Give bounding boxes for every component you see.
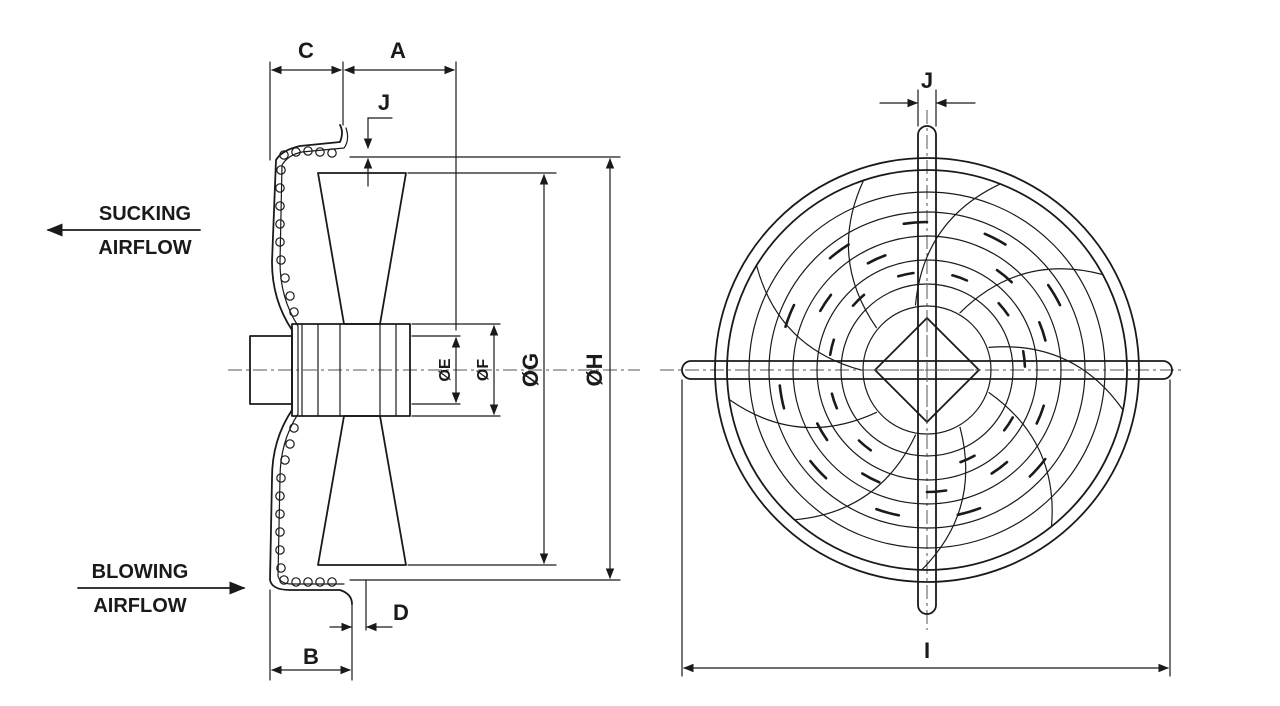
- label-a: A: [390, 38, 406, 63]
- side-view: C A J ØH ØG ØF ØE B D SUCKING AIRFLOW BL…: [46, 38, 640, 681]
- guard-ring-bead: [279, 150, 289, 160]
- guard-ring-bead: [291, 577, 301, 587]
- blade-slot: [828, 338, 836, 356]
- guard-ring: [840, 283, 1014, 457]
- guard-ring-bead: [276, 165, 286, 175]
- blade-slot: [990, 460, 1009, 475]
- radial-wires: [728, 179, 1124, 571]
- guard-ring-bead: [303, 577, 313, 587]
- guard-ring-bead: [275, 201, 285, 211]
- guard-ring-bead: [289, 307, 299, 317]
- blade-slot: [951, 274, 969, 282]
- blade-slot: [995, 268, 1013, 284]
- sucking-label-2: AIRFLOW: [98, 237, 191, 259]
- blade-slot: [784, 303, 796, 328]
- guard-ring: [816, 259, 1038, 481]
- label-h: ØH: [582, 354, 607, 387]
- upper-blade: [317, 172, 407, 325]
- guard-ring-bead: [303, 146, 313, 156]
- blade-slots: [778, 220, 1062, 517]
- blade-slot: [828, 243, 850, 260]
- blade-slot: [851, 293, 866, 307]
- guard-ring-bead: [276, 473, 286, 483]
- blade-slot: [816, 422, 829, 442]
- blade-slot: [830, 392, 839, 410]
- label-j-side: J: [378, 90, 390, 115]
- blade-slot: [956, 506, 982, 517]
- radial-wire: [988, 346, 1124, 411]
- radial-wire: [793, 434, 917, 521]
- label-c: C: [298, 38, 314, 63]
- blade-slot: [861, 472, 881, 484]
- guard-ring-bead: [291, 147, 301, 157]
- sucking-label-1: SUCKING: [99, 203, 191, 225]
- guard-ring-bead: [289, 423, 299, 433]
- blade-slot: [866, 254, 887, 265]
- lower-blade: [317, 415, 407, 566]
- label-i: I: [924, 638, 930, 663]
- guard-ring-bead: [315, 147, 325, 157]
- guard-ring: [714, 157, 1140, 583]
- guard-ring-bead: [275, 509, 285, 519]
- guard-ring-bead: [275, 545, 285, 555]
- label-e: ØE: [437, 358, 454, 381]
- blade-slot: [959, 454, 976, 464]
- blade-slot: [875, 507, 901, 517]
- radial-wire: [847, 179, 877, 329]
- blade-slot: [1002, 416, 1014, 432]
- guard-ring-bead: [275, 527, 285, 537]
- radial-wire: [988, 392, 1053, 528]
- guard-ring-bead: [285, 439, 295, 449]
- guard-ring: [792, 235, 1062, 505]
- radial-wire: [755, 264, 862, 371]
- radial-wire: [728, 398, 877, 429]
- guard-rings: [275, 146, 337, 587]
- guard-ring-set: [714, 157, 1140, 583]
- blade-slot: [1038, 321, 1047, 342]
- guard-ring-bead: [327, 148, 337, 158]
- label-j-front: J: [921, 68, 933, 93]
- guard-ring-bead: [275, 491, 285, 501]
- guard-ring: [862, 305, 992, 435]
- blade-slot: [1028, 457, 1047, 478]
- label-b: B: [303, 644, 319, 669]
- blade-slot: [1046, 283, 1062, 307]
- blade-slot: [778, 384, 786, 410]
- guard-ring-bead: [279, 575, 289, 585]
- guard-ring-bead: [275, 219, 285, 229]
- guard-ring-bead: [280, 455, 290, 465]
- guard-ring: [726, 169, 1128, 571]
- blowing-label-2: AIRFLOW: [93, 595, 186, 617]
- guard-ring-bead: [276, 563, 286, 573]
- guard-ring-bead: [285, 291, 295, 301]
- blade-slot: [857, 439, 873, 452]
- blade-slot: [897, 271, 915, 278]
- radial-wire: [959, 268, 1104, 314]
- guard-ring: [768, 211, 1086, 529]
- front-view: J I: [660, 68, 1185, 677]
- blade-slot: [1035, 404, 1045, 425]
- label-f: ØF: [475, 359, 492, 381]
- label-g: ØG: [518, 353, 543, 387]
- radial-wire: [921, 426, 967, 571]
- guard-ring-bead: [280, 273, 290, 283]
- blowing-label-1: BLOWING: [92, 561, 189, 583]
- blade-slot: [902, 220, 929, 226]
- blade-slot: [997, 301, 1010, 317]
- guard-ring: [748, 191, 1106, 549]
- blade-slot: [809, 459, 828, 480]
- blade-slot: [819, 293, 833, 313]
- guard-ring-bead: [276, 255, 286, 265]
- guard-ring-bead: [275, 237, 285, 247]
- blade-slot: [1021, 350, 1027, 368]
- guard-ring-bead: [327, 577, 337, 587]
- guard-ring-bead: [275, 183, 285, 193]
- label-d: D: [393, 600, 409, 625]
- frame-profile-inner: [277, 127, 349, 585]
- blade-slot: [983, 232, 1007, 246]
- guard-ring-bead: [315, 577, 325, 587]
